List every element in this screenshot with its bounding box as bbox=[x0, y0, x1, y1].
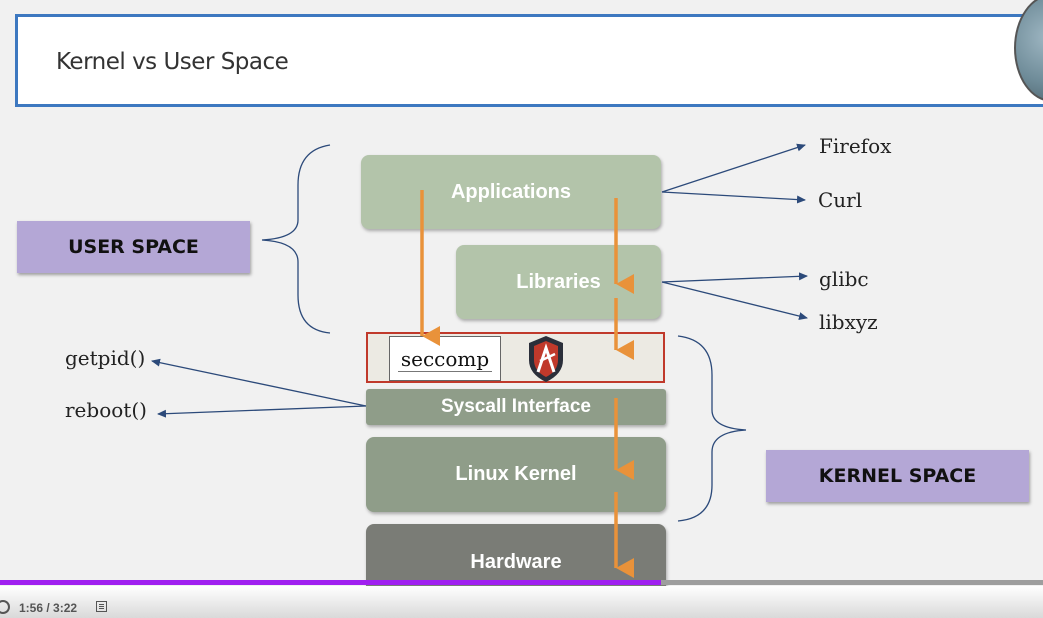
kernel-space-brace bbox=[677, 335, 747, 522]
diagram-connectors bbox=[151, 143, 808, 578]
video-progress-bar[interactable] bbox=[0, 580, 1043, 585]
libxyz-label: libxyz bbox=[819, 310, 878, 334]
apparmor-shield-icon bbox=[529, 336, 563, 382]
kernel-space-label: KERNEL SPACE bbox=[766, 450, 1029, 502]
arrow-to-libxyz bbox=[661, 281, 808, 320]
slide: Kernel vs User Space USER SPACE KERNEL S… bbox=[15, 0, 1043, 600]
glibc-label: glibc bbox=[819, 267, 869, 291]
getpid-label: getpid() bbox=[65, 346, 146, 370]
firefox-label: Firefox bbox=[819, 134, 892, 158]
libraries-label: Libraries bbox=[516, 270, 601, 293]
video-progress-played bbox=[0, 580, 662, 585]
user-space-label: USER SPACE bbox=[17, 221, 250, 273]
hardware-label: Hardware bbox=[470, 550, 562, 573]
syscall-interface-label: Syscall Interface bbox=[441, 396, 591, 417]
seccomp-bar: seccomp bbox=[366, 332, 665, 383]
arrow-to-glibc bbox=[661, 272, 808, 283]
arrow-to-firefox bbox=[661, 143, 806, 193]
applications-layer: Applications bbox=[361, 155, 661, 229]
video-time: 1:56 / 3:22 bbox=[19, 601, 78, 615]
video-controls: 1:56 / 3:22 bbox=[0, 586, 1043, 618]
reboot-label: reboot() bbox=[65, 398, 147, 422]
applications-label: Applications bbox=[450, 180, 571, 203]
arrow-to-getpid bbox=[151, 358, 367, 407]
title-box: Kernel vs User Space bbox=[15, 14, 1043, 107]
notes-icon[interactable] bbox=[96, 601, 107, 612]
arrow-to-curl bbox=[661, 191, 806, 204]
user-space-brace bbox=[261, 144, 331, 334]
seccomp-logo: seccomp bbox=[389, 336, 501, 381]
replay-icon[interactable] bbox=[0, 600, 10, 614]
curl-label: Curl bbox=[818, 188, 863, 212]
arrow-to-reboot bbox=[157, 405, 367, 418]
linux-kernel-label: Linux Kernel bbox=[455, 463, 577, 485]
slide-title: Kernel vs User Space bbox=[56, 49, 289, 75]
